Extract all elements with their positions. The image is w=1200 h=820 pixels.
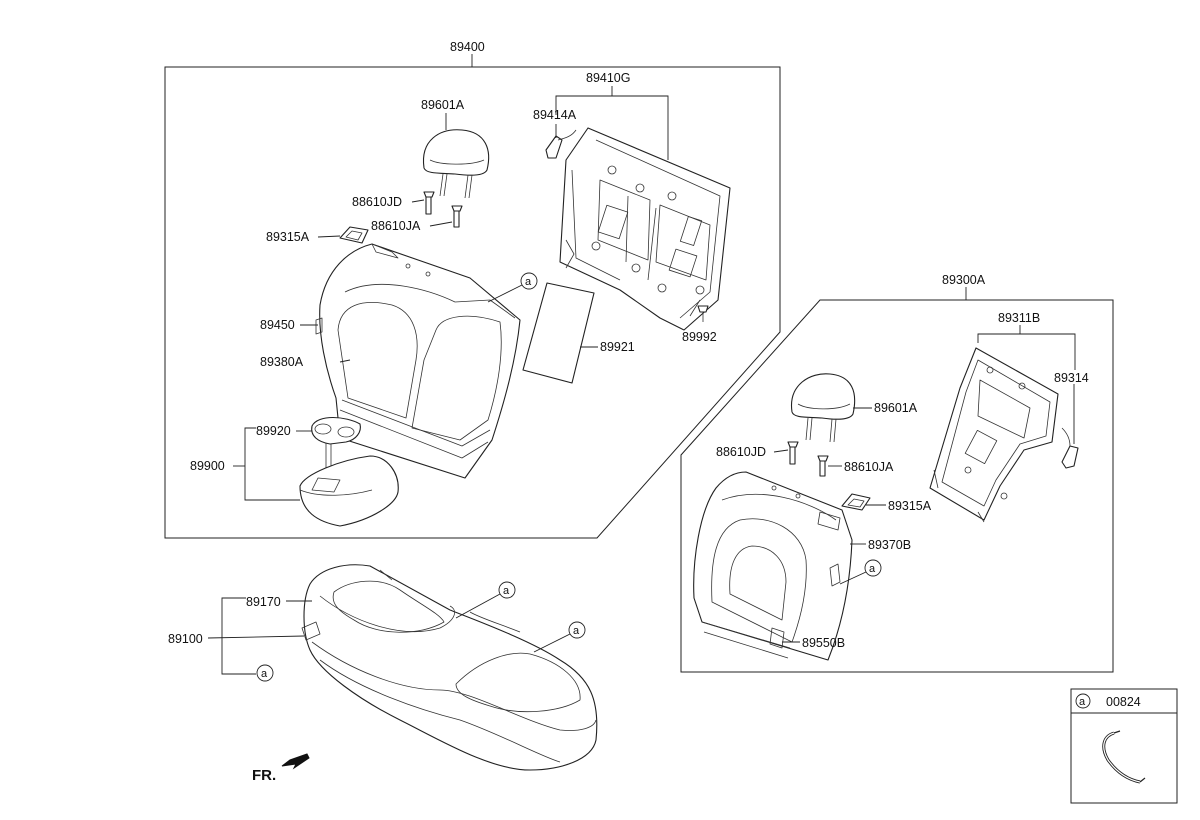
board-89921 [522, 282, 595, 384]
svg-text:a: a [869, 563, 876, 575]
seatback-right [693, 471, 853, 661]
label-88610JA-right: 88610JA [844, 460, 894, 474]
front-direction-indicator: FR. [252, 753, 310, 784]
callout-a-detail [1075, 693, 1091, 709]
seatback-left [315, 243, 521, 479]
label-fr: FR. [252, 767, 276, 784]
label-89370B: 89370B [868, 538, 911, 552]
seatback-frame-left [559, 127, 731, 331]
label-89601A-right: 89601A [874, 401, 918, 415]
latch-left [545, 129, 577, 159]
frame-89300A [680, 299, 1114, 673]
arrow-icon [281, 753, 310, 770]
bezel-right [841, 493, 871, 511]
bezel-left [339, 226, 369, 244]
label-88610JA-left: 88610JA [371, 219, 421, 233]
label-89450: 89450 [260, 318, 295, 332]
nut-89992 [697, 305, 709, 322]
svg-text:a: a [261, 668, 268, 680]
callout-a-cushion-right [568, 621, 586, 639]
callout-a-seatback-left [520, 272, 538, 290]
group-89300A: 89300A 89601A 88610JD 88610JA 8 [680, 273, 1114, 673]
label-88610JD-right: 88610JD [716, 445, 766, 459]
guide-jd-left [423, 191, 435, 215]
guide-ja-left [451, 205, 463, 228]
svg-text:a: a [573, 625, 580, 637]
callout-a-seatback-right [864, 559, 882, 577]
label-89315A-right: 89315A [888, 499, 932, 513]
label-00824: 00824 [1106, 695, 1141, 709]
label-89920: 89920 [256, 424, 291, 438]
label-89921: 89921 [600, 340, 635, 354]
guide-jd-right [787, 441, 799, 465]
label-88610JD-left: 88610JD [352, 195, 402, 209]
label-89400: 89400 [450, 40, 485, 54]
svg-text:a: a [503, 585, 510, 597]
label-89311B: 89311B [998, 311, 1040, 325]
svg-text:a: a [1079, 696, 1086, 708]
headrest-right [791, 373, 856, 443]
frame-89400 [164, 66, 781, 539]
callout-a-cushion-side [256, 664, 274, 682]
label-89380A: 89380A [260, 355, 304, 369]
callout-detail-box: a 00824 [1070, 688, 1178, 804]
guide-ja-right [817, 455, 829, 477]
label-89314: 89314 [1054, 371, 1089, 385]
seat-cushion [301, 564, 598, 771]
latch-right [1061, 427, 1079, 469]
label-89100: 89100 [168, 632, 203, 646]
label-89300A: 89300A [942, 273, 986, 287]
label-89315A-left: 89315A [266, 230, 310, 244]
seatback-frame-right [929, 347, 1059, 523]
armrest [299, 455, 399, 527]
svg-text:a: a [525, 276, 532, 288]
label-89170: 89170 [246, 595, 281, 609]
label-89414A: 89414A [533, 108, 577, 122]
headrest-left [422, 129, 490, 199]
label-89410G: 89410G [586, 71, 630, 85]
label-89550B: 89550B [802, 636, 845, 650]
callout-a-cushion-top [498, 581, 516, 599]
label-89601A-left: 89601A [421, 98, 465, 112]
label-89900: 89900 [190, 459, 225, 473]
label-89992: 89992 [682, 330, 717, 344]
group-89400: 89400 89601A 88610JD 88610JA [164, 40, 781, 539]
